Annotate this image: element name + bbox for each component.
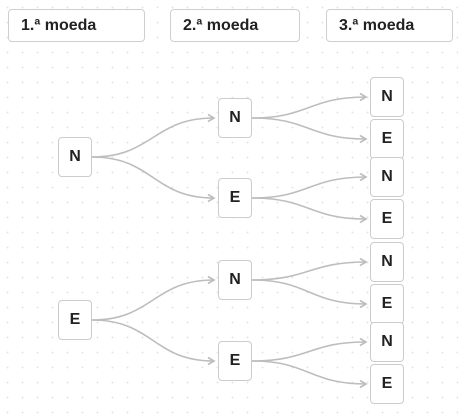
branch-arrowhead	[359, 172, 368, 182]
branch-arrowhead	[207, 356, 216, 366]
node-coin1-n: N	[58, 137, 92, 177]
branch-line	[251, 117, 367, 140]
node-coin3-e: E	[370, 119, 404, 159]
branch-arrowhead	[359, 214, 368, 224]
branch-line	[251, 279, 367, 305]
header-second-coin: 2.ª moeda	[170, 9, 300, 42]
header-first-coin: 1.ª moeda	[8, 9, 145, 42]
branch-arrowhead	[359, 379, 368, 389]
branch-line	[251, 341, 367, 362]
branch-arrowhead	[359, 92, 368, 102]
node-coin3-e: E	[370, 199, 404, 239]
branch-line	[251, 197, 367, 220]
node-coin3-n: N	[370, 242, 404, 282]
node-coin3-e: E	[370, 284, 404, 324]
branch-line	[251, 176, 367, 199]
branch-line	[251, 360, 367, 385]
node-coin3-n: N	[370, 77, 404, 117]
branch-arrowhead	[207, 193, 216, 203]
branch-arrowhead	[359, 257, 368, 267]
node-coin2-e: E	[218, 341, 252, 381]
node-coin2-n: N	[218, 260, 252, 300]
node-coin3-e: E	[370, 364, 404, 404]
branch-line	[91, 319, 215, 362]
header-third-coin: 3.ª moeda	[326, 9, 453, 42]
branch-arrowhead	[359, 299, 368, 309]
node-coin2-n: N	[218, 98, 252, 138]
branch-arrowhead	[359, 134, 368, 144]
branch-arrowhead	[207, 113, 216, 123]
branch-line	[251, 96, 367, 119]
node-coin3-n: N	[370, 322, 404, 362]
branch-line	[91, 279, 215, 321]
branch-arrowhead	[359, 337, 368, 347]
branch-arrowhead	[207, 275, 216, 285]
branch-line	[91, 117, 215, 158]
node-coin3-n: N	[370, 157, 404, 197]
branch-line	[91, 156, 215, 199]
node-coin2-e: E	[218, 178, 252, 218]
node-coin1-e: E	[58, 300, 92, 340]
branch-line	[251, 261, 367, 281]
